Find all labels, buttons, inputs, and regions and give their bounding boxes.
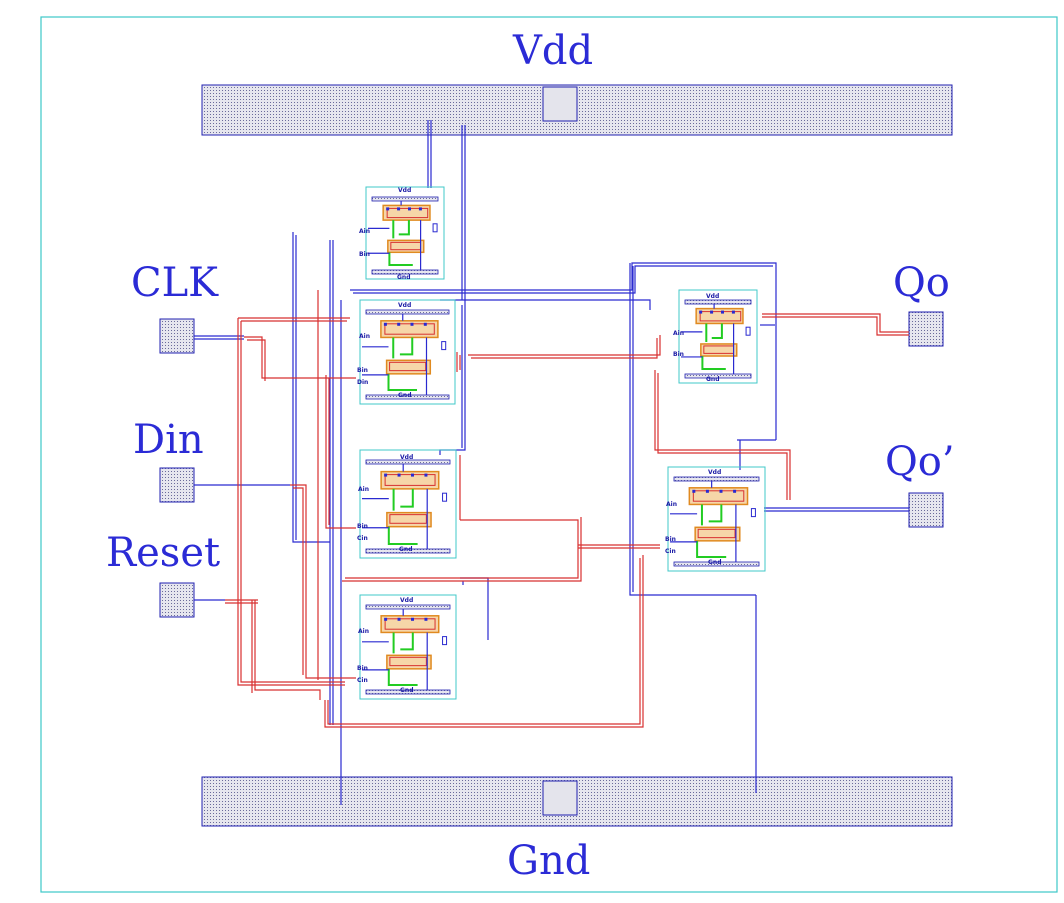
layout-boundary — [40, 16, 1058, 893]
cell6-vdd-label: Vdd — [708, 469, 721, 476]
cell6-ain-label: Ain — [666, 501, 677, 508]
cell-4 — [359, 594, 457, 700]
reset-label: Reset — [106, 530, 220, 576]
cell1-vdd-label: Vdd — [398, 187, 411, 194]
gnd-pad — [542, 780, 578, 816]
gnd-rail — [201, 776, 953, 827]
cell5-bin-label: Bin — [673, 351, 684, 358]
cell5-ain-label: Ain — [673, 330, 684, 337]
cell-1 — [365, 186, 445, 280]
cell4-vdd-label: Vdd — [400, 597, 413, 604]
cell1-bin-label: Bin — [359, 251, 370, 258]
qo-bar-pad — [908, 492, 944, 528]
clk-pad — [159, 318, 195, 354]
qo-label: Qo — [893, 260, 950, 306]
vdd-label: Vdd — [512, 28, 593, 74]
cell2-vdd-label: Vdd — [398, 302, 411, 309]
vdd-rail — [201, 84, 953, 136]
cell1-gnd-label: Gnd — [397, 274, 411, 281]
cell4-ain-label: Ain — [358, 628, 369, 635]
cell5-gnd-label: Gnd — [706, 376, 720, 383]
cell-3 — [359, 449, 457, 559]
cell-6 — [667, 466, 766, 572]
cell6-cin-label: Cin — [665, 548, 676, 555]
reset-pad — [159, 582, 195, 618]
gnd-label: Gnd — [507, 838, 590, 884]
din-label: Din — [133, 417, 204, 463]
cell3-vdd-label: Vdd — [400, 454, 413, 461]
qo-pad — [908, 311, 944, 347]
cell-5 — [678, 289, 758, 384]
cell3-gnd-label: Gnd — [399, 546, 413, 553]
cell2-gnd-label: Gnd — [398, 392, 412, 399]
cell4-bin-label: Bin — [357, 665, 368, 672]
cell2-bin-label: Bin — [357, 367, 368, 374]
cell3-bin-label: Bin — [357, 523, 368, 530]
blue-routing — [194, 120, 909, 805]
cell1-ain-label: Ain — [359, 228, 370, 235]
cell4-cin-label: Cin — [357, 677, 368, 684]
cell5-vdd-label: Vdd — [706, 293, 719, 300]
qo-bar-label: Qo’ — [885, 439, 955, 485]
cell6-bin-label: Bin — [665, 536, 676, 543]
red-routing — [225, 290, 909, 728]
cell2-ain-label: Ain — [359, 333, 370, 340]
cell6-gnd-label: Gnd — [708, 559, 722, 566]
cell3-cin-label: Cin — [357, 535, 368, 542]
clk-label: CLK — [131, 260, 219, 306]
cell3-ain-label: Ain — [358, 486, 369, 493]
cell-2 — [359, 299, 456, 405]
vdd-pad — [542, 86, 578, 122]
cell-labels: Vdd Gnd Ain Bin Vdd Gnd Ain Bin Din Vdd … — [357, 187, 722, 694]
cell2-din-label: Din — [357, 379, 368, 386]
din-pad — [159, 467, 195, 503]
cell4-gnd-label: Gnd — [400, 687, 414, 694]
